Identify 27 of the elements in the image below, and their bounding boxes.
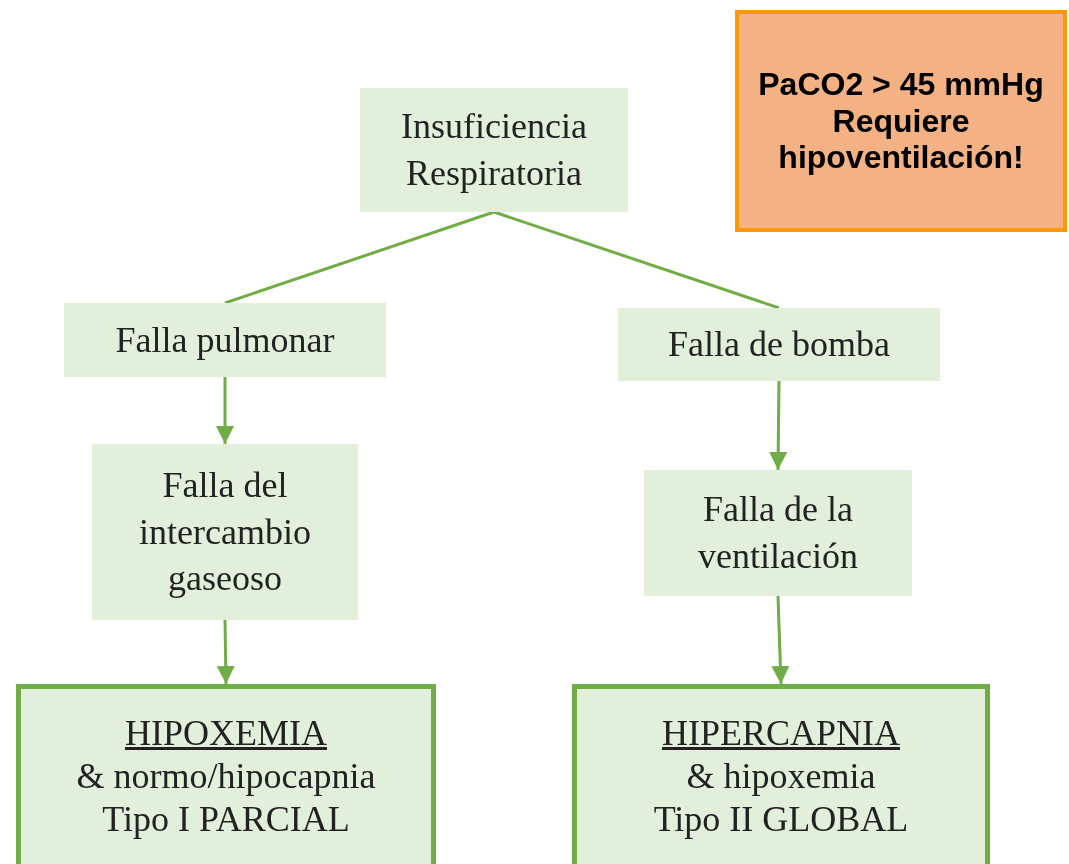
process-box bbox=[644, 470, 912, 596]
box-text: Insuficiencia Respiratoria bbox=[400, 105, 588, 195]
process-box bbox=[618, 308, 940, 381]
process-box bbox=[360, 88, 628, 212]
box-text: Falla de la ventilación bbox=[697, 488, 859, 578]
box-text: & normo/hipocapnia bbox=[76, 754, 376, 798]
box-text: Requiere hipoventilación! bbox=[777, 102, 1025, 177]
process-box bbox=[92, 444, 358, 620]
result-box bbox=[16, 684, 436, 864]
box-text: Falla de bomba bbox=[668, 323, 890, 367]
box-text: PaCO2 > 45 mmHg bbox=[758, 65, 1044, 103]
arrow bbox=[769, 381, 788, 470]
connector-line bbox=[224, 210, 495, 305]
box-text: Falla pulmonar bbox=[115, 318, 335, 362]
heading-text: HIPERCAPNIA bbox=[662, 711, 900, 755]
note-box bbox=[735, 10, 1067, 232]
result-box bbox=[572, 684, 990, 864]
arrow bbox=[216, 377, 234, 444]
connector-line bbox=[493, 210, 780, 310]
box-text: Tipo I PARCIAL bbox=[102, 798, 350, 842]
box-text: Falla del intercambio gaseoso bbox=[138, 463, 312, 601]
arrow bbox=[216, 619, 235, 685]
heading-text: HIPOXEMIA bbox=[125, 711, 327, 755]
box-text: & hipoxemia bbox=[686, 754, 876, 798]
box-text: Tipo II GLOBAL bbox=[653, 798, 909, 842]
process-box bbox=[64, 303, 386, 377]
arrow bbox=[771, 595, 790, 685]
